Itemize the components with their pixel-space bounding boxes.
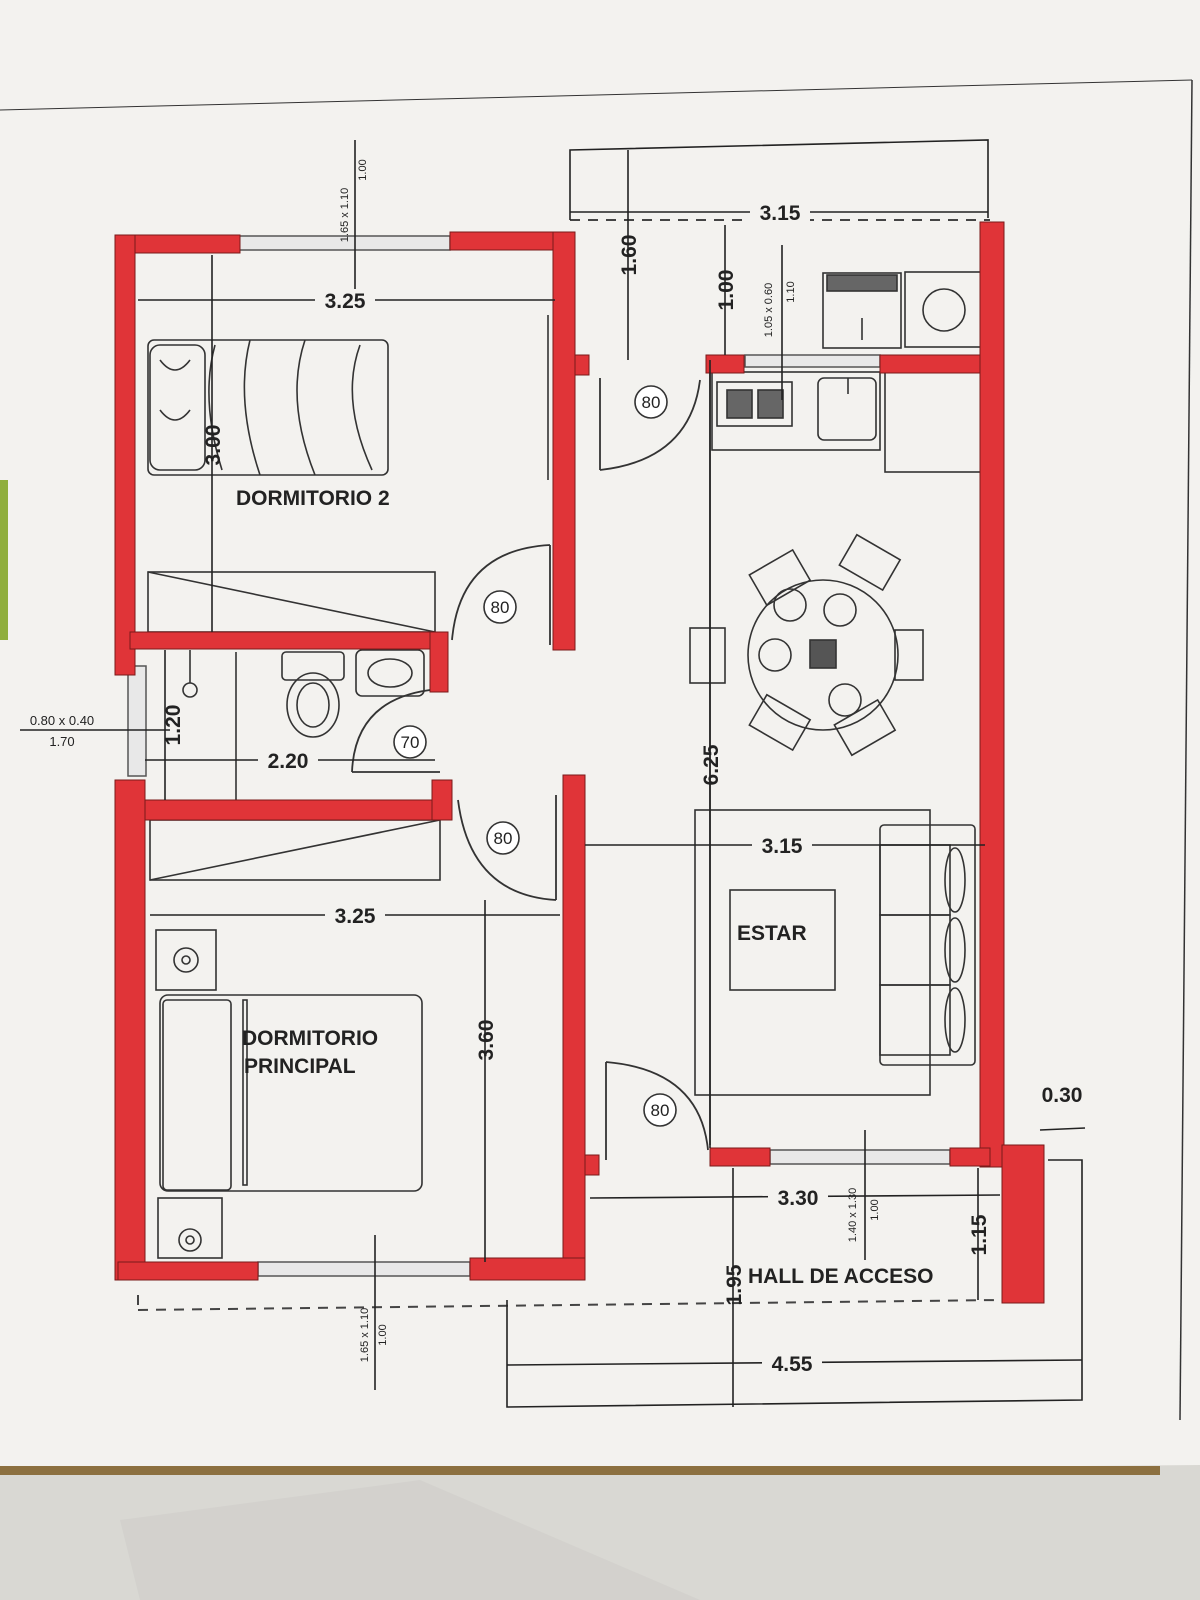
walls — [114, 221, 1045, 1304]
window-bottom-left — [257, 1261, 471, 1277]
dim-hall-height: 1.15 — [968, 1214, 991, 1255]
room-principal-1: DORMITORIO — [242, 1027, 378, 1050]
door-label-entry: 80 — [651, 1101, 670, 1120]
room-principal-2: PRINCIPAL — [244, 1055, 356, 1078]
dim-bath-width: 2.20 — [268, 750, 309, 773]
dim-total-height: 6.25 — [700, 744, 723, 785]
dim-bottom-height: 1.95 — [723, 1264, 746, 1305]
dim-d2-height: 3.00 — [202, 425, 225, 466]
bed-dorm2 — [147, 339, 389, 476]
door-label-principal: 80 — [494, 829, 513, 848]
door-label-dorm2: 80 — [491, 598, 510, 617]
dim-top-width: 3.15 — [760, 202, 801, 225]
bottom-band — [0, 1466, 1160, 1475]
win-top-left-size: 1.65 x 1.10 — [339, 188, 351, 242]
window-estar — [769, 1149, 951, 1165]
sheet-right-border — [1179, 79, 1193, 1421]
dim-bath-height: 1.20 — [162, 705, 185, 746]
dimension-labels: 3.25 3.00 1.20 2.20 3.25 3.60 3.15 1.60 … — [162, 200, 1082, 1376]
paper-shadow — [120, 1480, 700, 1600]
sheet-top-border — [0, 79, 1193, 111]
door-label-kitchen: 80 — [642, 393, 661, 412]
win-kitchen-sill: 1.10 — [785, 281, 797, 302]
room-hall: HALL DE ACCESO — [748, 1265, 934, 1288]
projection-outline — [137, 219, 1001, 1311]
laundry-sink — [822, 272, 902, 349]
window-specs: 1.65 x 1.10 1.00 1.05 x 0.60 1.10 0.80 x… — [30, 159, 881, 1362]
sink — [817, 377, 877, 441]
door-swings — [351, 378, 709, 1160]
bed-principal — [159, 994, 423, 1192]
dim-estar-width: 3.15 — [762, 835, 803, 858]
windows — [127, 235, 951, 1277]
dim-wall-thickness: 0.30 — [1042, 1084, 1083, 1107]
win-bottom-left-size: 1.65 x 1.10 — [359, 1308, 371, 1362]
dim-hall-width: 3.30 — [778, 1187, 819, 1210]
door-markers — [393, 385, 677, 1127]
door-label-bath: 70 — [401, 733, 420, 752]
win-kitchen-size: 1.05 x 0.60 — [763, 283, 775, 337]
dim-d2-width: 3.25 — [325, 290, 366, 313]
rug — [694, 809, 931, 1096]
win-estar-size: 1.40 x 1.30 — [847, 1188, 859, 1242]
dining-table — [747, 579, 899, 731]
stove — [716, 381, 793, 427]
dim-top-mid-height: 1.00 — [715, 270, 738, 311]
left-edge-photo — [0, 480, 8, 640]
dimension-lines — [20, 139, 1086, 1408]
win-bath-sill: 1.70 — [49, 734, 74, 749]
dim-dp-height: 3.60 — [475, 1020, 498, 1061]
win-bath-size: 0.80 x 0.40 — [30, 713, 94, 728]
toilet — [281, 651, 345, 681]
dim-top-left-height: 1.60 — [618, 235, 641, 276]
room-estar: ESTAR — [737, 922, 807, 945]
basin — [355, 649, 425, 697]
window-bath — [127, 665, 147, 777]
coffee-table — [729, 889, 836, 991]
win-estar-sill: 1.00 — [869, 1199, 881, 1220]
window-kitchen — [744, 354, 881, 368]
win-bottom-left-sill: 1.00 — [377, 1324, 389, 1345]
pillow-dorm2 — [149, 344, 206, 471]
kitchen-counter — [711, 371, 881, 451]
dim-dp-width: 3.25 — [335, 905, 376, 928]
dim-bottom-width: 4.55 — [772, 1353, 813, 1376]
room-dorm2: DORMITORIO 2 — [236, 487, 390, 510]
win-top-left-sill: 1.00 — [357, 159, 369, 180]
